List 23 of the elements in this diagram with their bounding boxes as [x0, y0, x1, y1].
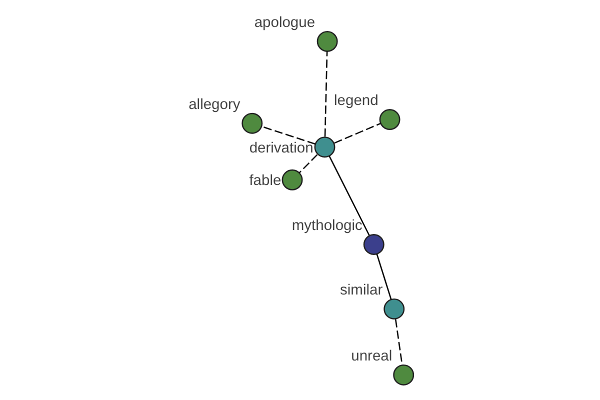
node-circle [316, 30, 338, 52]
node-circle [314, 136, 336, 158]
node-label: legend [334, 93, 378, 110]
connector [328, 156, 370, 236]
node-circle [379, 109, 400, 130]
node-label: derivation [249, 140, 314, 156]
connector [298, 154, 318, 174]
node-label: mythologic [292, 218, 362, 234]
node-circle [242, 112, 263, 134]
node-circle [384, 298, 405, 320]
node-label: allegory [188, 96, 240, 113]
node-circle [282, 169, 303, 190]
node-circle [393, 364, 414, 386]
connector [262, 126, 316, 145]
connector [324, 51, 328, 137]
connector [376, 254, 392, 300]
node-circle [363, 234, 384, 255]
node-label: apologue [254, 15, 316, 32]
node-label: similar [340, 282, 383, 299]
connector [394, 319, 403, 366]
node-label: fable [249, 173, 282, 190]
node-label: unreal [351, 348, 392, 365]
connector [334, 122, 381, 144]
